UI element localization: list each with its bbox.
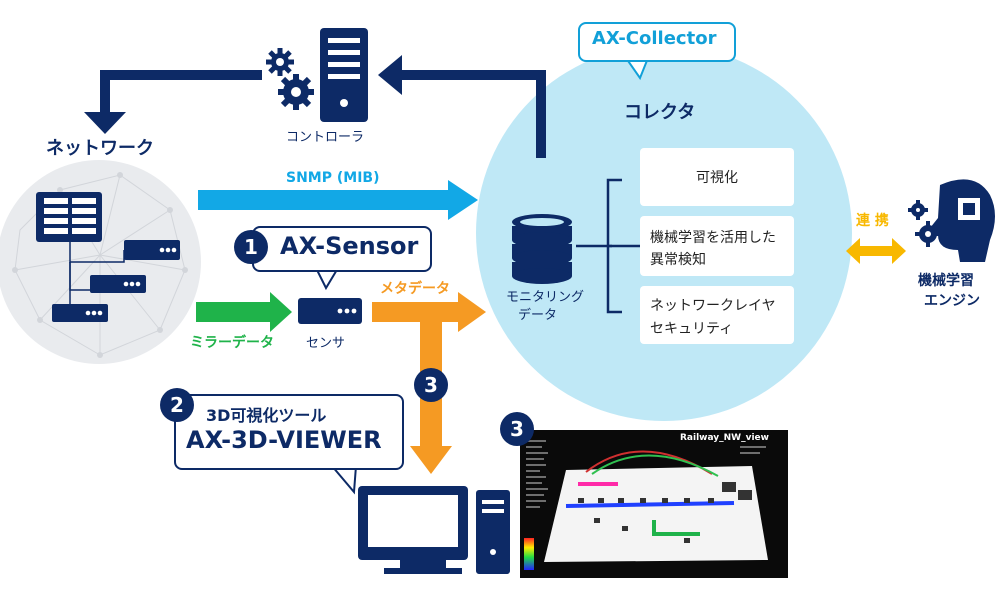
sensor-label: センサ	[306, 336, 346, 351]
network-label: ネットワーク	[46, 138, 154, 159]
function-box-anomaly-detection: 機械学習を活用した 異常検知	[640, 216, 794, 276]
viewer-screenshot	[520, 430, 788, 578]
sensor-icon	[298, 298, 362, 324]
snmp-arrow	[198, 180, 478, 220]
ax-collector-callout	[578, 22, 736, 62]
function-box-line1: 可視化	[696, 170, 738, 186]
ax-sensor-title: AX-Sensor	[280, 232, 419, 260]
function-box-line2: セキュリティ	[650, 321, 734, 337]
viewer-badge: 2	[160, 388, 194, 422]
sensor-badge: 1	[234, 230, 268, 264]
function-box-security: ネットワークレイヤ セキュリティ	[640, 286, 794, 344]
ml-engine-label-line2: エンジン	[924, 293, 980, 309]
metadata-arrow-badge: 3	[414, 368, 448, 402]
function-box-line1: 機械学習を活用した	[650, 230, 776, 246]
controller-gear-icon	[266, 48, 314, 110]
collector-label: コレクタ	[624, 102, 696, 123]
viewer-callout	[174, 394, 404, 470]
screenshot-badge: 3	[500, 412, 534, 446]
ml-engine-label-line1: 機械学習	[918, 273, 974, 289]
screenshot-title: Railway_NW_view	[680, 433, 769, 443]
mirror-data-label: ミラーデータ	[190, 335, 274, 351]
controller-server-icon	[320, 28, 368, 122]
ml-engine-icon	[908, 179, 995, 262]
pc-icon	[358, 486, 510, 574]
network-switch-icon	[52, 304, 108, 322]
metadata-label: メタデータ	[380, 281, 450, 297]
network-server-icon	[36, 192, 102, 242]
viewer-label-line2: AX-3D-VIEWER	[186, 426, 382, 454]
network-switch-icon	[90, 275, 146, 293]
mirror-data-arrow	[196, 292, 292, 332]
function-box-line2: 異常検知	[650, 252, 706, 268]
monitoring-data-label-line1: モニタリング	[506, 290, 585, 305]
bracket-lines	[576, 178, 640, 314]
ax-sensor-callout	[252, 226, 432, 272]
controller-to-network-arrow	[84, 70, 262, 134]
viewer-label-line1: 3D可視化ツール	[206, 406, 327, 425]
function-box-visualization: 可視化	[640, 148, 794, 206]
controller-label: コントローラ	[286, 130, 365, 145]
network-switch-icon	[124, 240, 180, 260]
link-label: 連 携	[856, 213, 889, 229]
monitoring-data-label-line2: データ	[518, 308, 558, 323]
database-icon	[512, 214, 572, 284]
function-box-line1: ネットワークレイヤ	[650, 298, 776, 314]
collector-to-controller-arrow	[378, 55, 546, 158]
snmp-label: SNMP (MIB)	[286, 170, 380, 186]
link-arrow	[846, 238, 906, 264]
ax-collector-title: AX-Collector	[592, 28, 717, 49]
